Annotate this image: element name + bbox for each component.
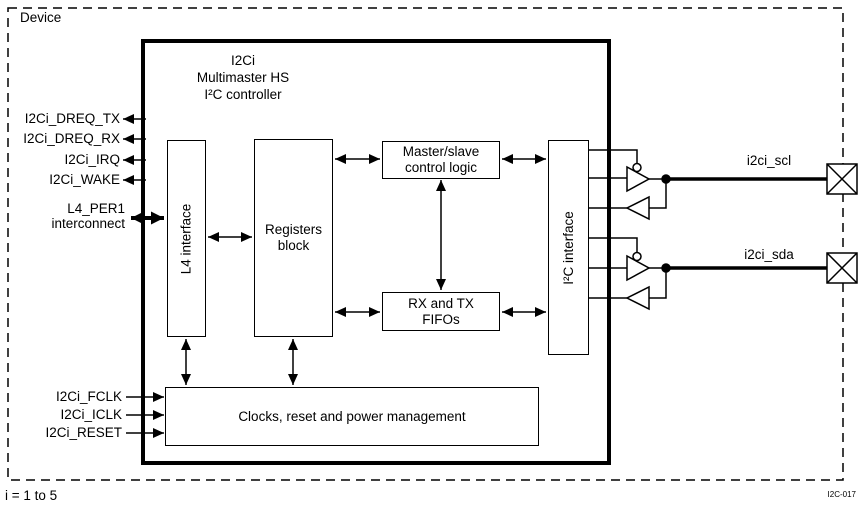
sda-net-label: i2ci_sda (744, 247, 794, 262)
clocks-label: Clocks, reset and power management (238, 408, 466, 424)
scl-junction-dot (661, 174, 671, 184)
signal-fclk: I2Ci_FCLK (55, 389, 122, 404)
block-master-slave: Master/slave control logic (382, 141, 500, 179)
controller-box (141, 39, 611, 465)
title-line3: I²C controller (204, 87, 282, 102)
scl-enable-bubble (632, 162, 642, 173)
sda-enable-bubble (632, 251, 642, 262)
block-i2c-interface: I²C interface (548, 140, 589, 355)
i2c-interface-label: I²C interface (560, 210, 576, 285)
block-clocks: Clocks, reset and power management (165, 387, 539, 446)
signal-dreq-rx: I2Ci_DREQ_RX (23, 131, 120, 146)
scl-net-label: i2ci_scl (746, 153, 792, 168)
input-signal-arrows (126, 392, 164, 438)
master-slave-label: Master/slave control logic (402, 144, 480, 175)
device-label: Device (20, 10, 62, 25)
sda-pad-icon (826, 252, 858, 284)
signal-iclk: I2Ci_ICLK (60, 407, 122, 422)
block-registers: Registers block (254, 139, 333, 337)
l4-interface-label: L4 interface (178, 203, 194, 274)
registers-label: Registers block (264, 222, 323, 253)
title-line2: Multimaster HS (196, 70, 290, 85)
controller-title: I2Ci Multimaster HS I²C controller (143, 52, 343, 103)
signal-dreq-tx: I2Ci_DREQ_TX (24, 111, 120, 126)
scl-input-buffer (625, 195, 650, 221)
block-l4-interface: L4 interface (167, 140, 206, 337)
scl-output-buffer (626, 165, 651, 193)
sda-input-buffer (625, 285, 650, 311)
title-line1: I2Ci (230, 53, 255, 68)
sda-buffer-group (625, 251, 828, 311)
figure-id: I2C-017 (827, 490, 856, 499)
fifos-label: RX and TX FIFOs (408, 295, 474, 327)
sda-output-buffer (626, 254, 651, 282)
scl-pad-icon (826, 163, 858, 195)
scl-buffer-group (625, 162, 828, 221)
interconnect-label: L4_PER1 interconnect (51, 201, 125, 231)
signal-wake: I2Ci_WAKE (49, 172, 120, 187)
index-note: i = 1 to 5 (5, 488, 58, 503)
internal-bus-arrows (181, 154, 546, 385)
device-boundary (7, 7, 844, 481)
block-fifos: RX and TX FIFOs (382, 292, 500, 331)
signal-irq: I2Ci_IRQ (64, 152, 120, 167)
sda-junction-dot (661, 263, 671, 273)
signal-reset: I2Ci_RESET (45, 425, 122, 440)
